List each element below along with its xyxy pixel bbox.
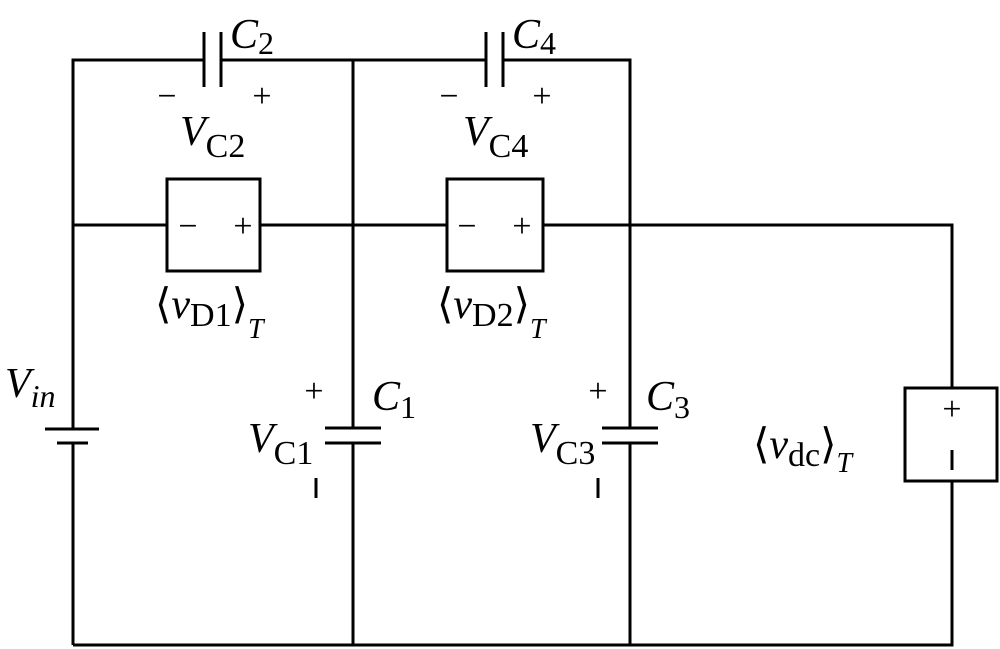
capacitor-c3 xyxy=(602,426,658,445)
vc3-plus: + xyxy=(588,373,607,410)
label-c3: C3 xyxy=(646,374,690,425)
label-vdc: ⟨vdc⟩T xyxy=(753,422,855,479)
c4-plus: + xyxy=(532,78,551,115)
capacitor-c1 xyxy=(325,426,381,445)
vd1-plus: + xyxy=(233,208,252,245)
source-box-vd2 xyxy=(445,177,545,273)
vdc-plus: + xyxy=(942,391,961,428)
label-c2: C2 xyxy=(230,12,274,61)
c2-minus: − xyxy=(157,78,176,115)
source-box-vdc xyxy=(903,386,999,483)
source-box-vd1 xyxy=(165,177,262,273)
label-vin: Vin xyxy=(5,361,56,414)
vd1-minus: − xyxy=(178,208,197,245)
wire-middle-3 xyxy=(543,223,954,388)
wire-top-right xyxy=(503,58,632,428)
label-vc2: VC2 xyxy=(180,109,245,165)
vd2-minus: − xyxy=(457,208,476,245)
capacitor-c2 xyxy=(202,32,223,87)
c2-plus: + xyxy=(252,78,271,115)
label-vc3: VC3 xyxy=(530,416,595,472)
label-vd2: ⟨vD2⟩T xyxy=(437,282,548,345)
label-c1: C1 xyxy=(372,374,416,425)
wire-left-top xyxy=(71,58,204,429)
capacitor-c4 xyxy=(484,32,505,87)
label-vc4: VC4 xyxy=(463,109,528,165)
vc1-plus: + xyxy=(304,373,323,410)
label-vc1: VC1 xyxy=(248,416,313,472)
label-vd1: ⟨vD1⟩T xyxy=(155,282,266,345)
label-c4: C4 xyxy=(512,12,556,61)
wires xyxy=(71,58,954,647)
c4-minus: − xyxy=(439,78,458,115)
wire-bottom xyxy=(73,481,954,647)
polarity-signs: − + − + − + − + + + + xyxy=(157,78,961,428)
battery-vin xyxy=(45,427,99,445)
vd2-plus: + xyxy=(512,208,531,245)
